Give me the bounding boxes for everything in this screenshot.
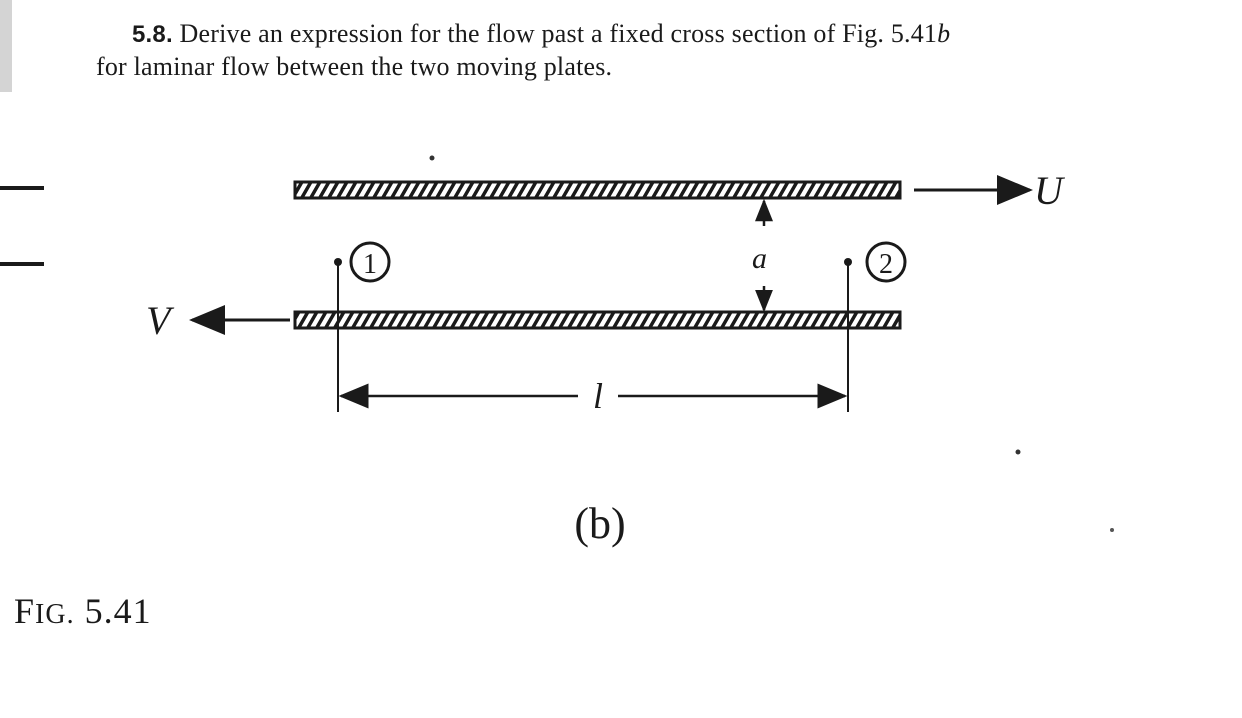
scan-edge [0,0,12,92]
top-plate [293,180,902,200]
gap-label: a [752,242,767,275]
section-1-label: 1 [363,249,377,280]
length-label: l [593,376,603,416]
figure-caption: FIG. 5.41 [14,590,152,632]
problem-statement: 5.8. Derive an expression for the flow p… [96,18,1206,83]
bottom-velocity-label: V [146,298,175,343]
problem-text-1: Derive an expression for the flow past a… [179,19,938,48]
figure-caption-number: 5.41 [84,591,152,631]
figure-caption-prefix: F [14,591,36,631]
problem-line-1: 5.8. Derive an expression for the flow p… [96,18,1206,51]
problem-number: 5.8. [132,21,173,48]
bottom-plate [293,310,902,330]
scan-speck [429,155,435,161]
scan-speck [1015,449,1021,455]
figure-reference-suffix: b [937,19,951,48]
section-1-marker [334,241,391,412]
top-velocity-label: U [1034,168,1066,213]
scan-speck [1110,528,1114,532]
section-2-marker [844,241,907,412]
section-2-label: 2 [879,249,893,280]
subfigure-label: (b) [574,499,625,548]
problem-line-2: for laminar flow between the two moving … [96,52,613,81]
figure-caption-abbrev: IG. [35,599,75,630]
